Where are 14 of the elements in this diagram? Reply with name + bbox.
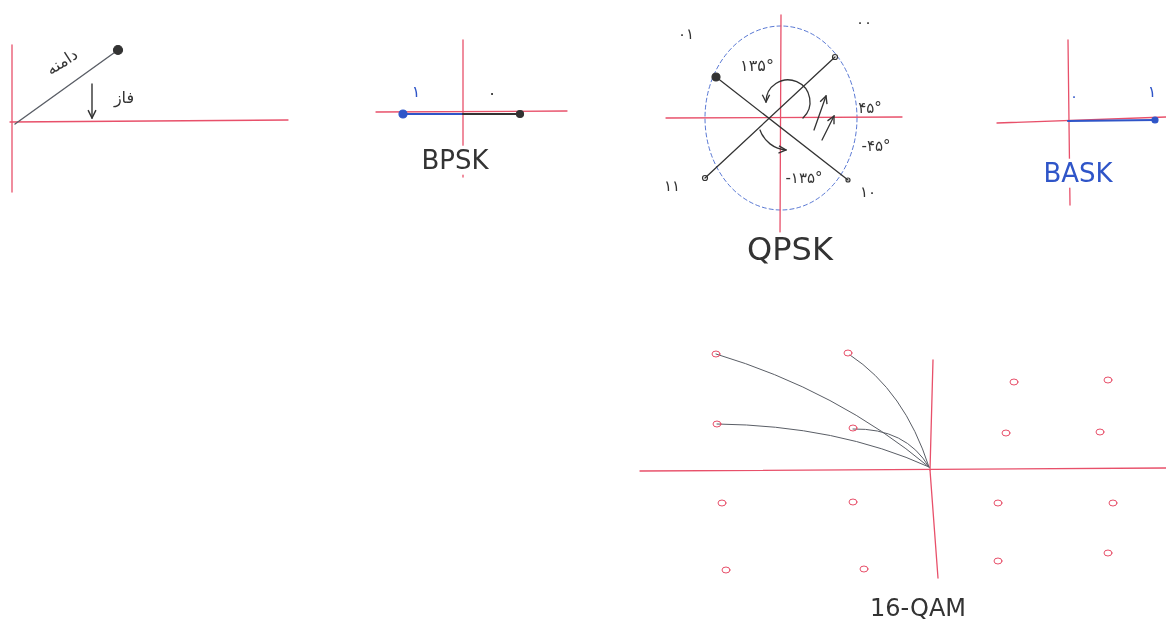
bit-label: ۰ xyxy=(1069,89,1079,105)
angle-label: -۴۵° xyxy=(860,137,892,155)
bit-label: ۰ xyxy=(486,85,498,103)
modulation-title: 16-QAM xyxy=(868,594,968,622)
angle-label: ۴۵° xyxy=(857,99,883,117)
angle-label: فاز xyxy=(112,89,136,107)
bit-label: ۰۰ xyxy=(854,13,874,31)
bit-label: ۰۱ xyxy=(676,25,696,43)
vector-label: دامنه xyxy=(41,44,83,80)
bit-label: ۱۱ xyxy=(662,177,682,195)
angle-label: ۱۳۵° xyxy=(739,57,775,75)
bit-label: ۱۰ xyxy=(858,183,878,201)
bit-label: ۱ xyxy=(1146,83,1158,101)
bit-label: ۱ xyxy=(410,83,422,101)
